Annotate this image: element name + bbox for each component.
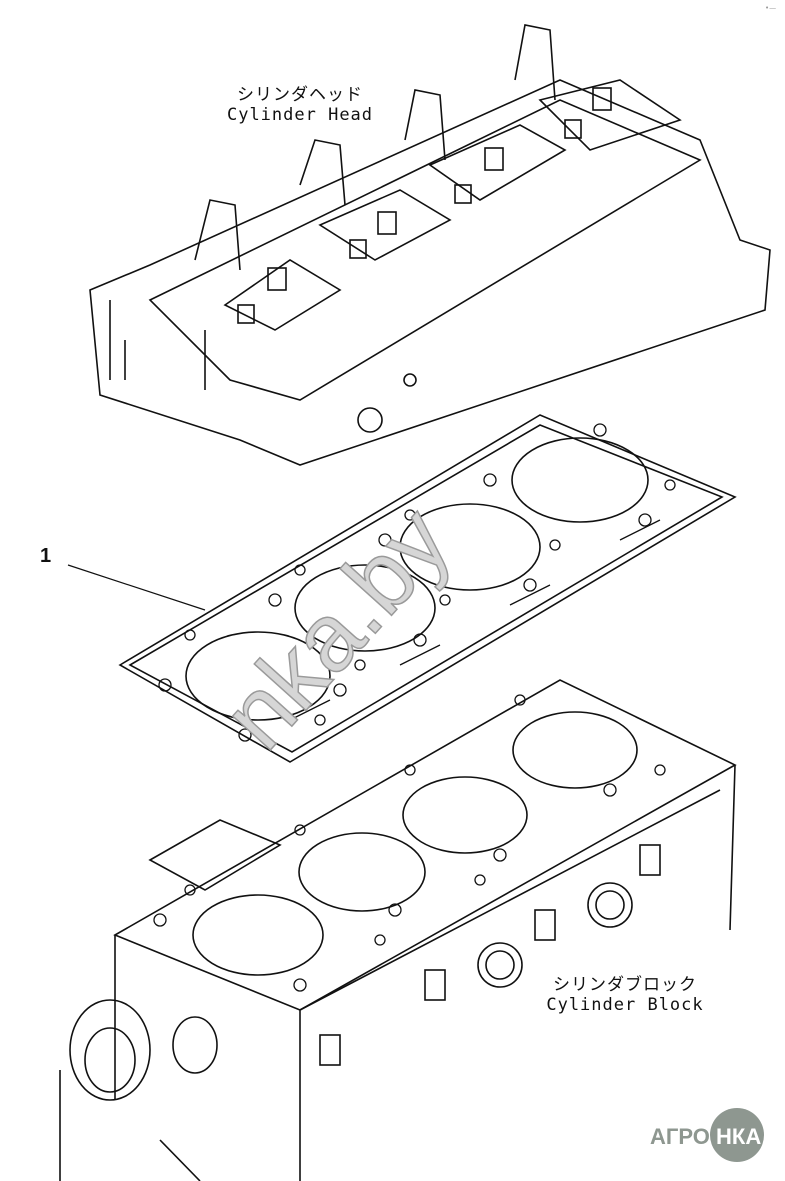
corner-mark: •— (765, 4, 777, 12)
cylinder-head-label: シリンダヘッド Cylinder Head (215, 85, 385, 125)
cylinder-head-label-jp: シリンダヘッド (237, 85, 363, 105)
logo-text-left: АГРО (650, 1124, 710, 1149)
callout-number-1: 1 (40, 545, 52, 567)
head-gasket (67, 414, 737, 763)
cylinder-head-label-en: Cylinder Head (226, 105, 374, 125)
cylinder-block-label: シリンダブロック Cylinder Block (525, 975, 725, 1015)
cylinder-block-label-en: Cylinder Block (546, 995, 704, 1015)
callout-leader-line (67, 564, 206, 611)
cylinder-block (59, 679, 737, 1181)
cylinder-block-label-jp: シリンダブロック (553, 975, 697, 995)
cylinder-head (89, 24, 771, 466)
logo-circle (710, 1108, 764, 1162)
agronka-logo: АГРО НКА (650, 1108, 770, 1164)
logo-text-right: НКА (716, 1124, 762, 1149)
